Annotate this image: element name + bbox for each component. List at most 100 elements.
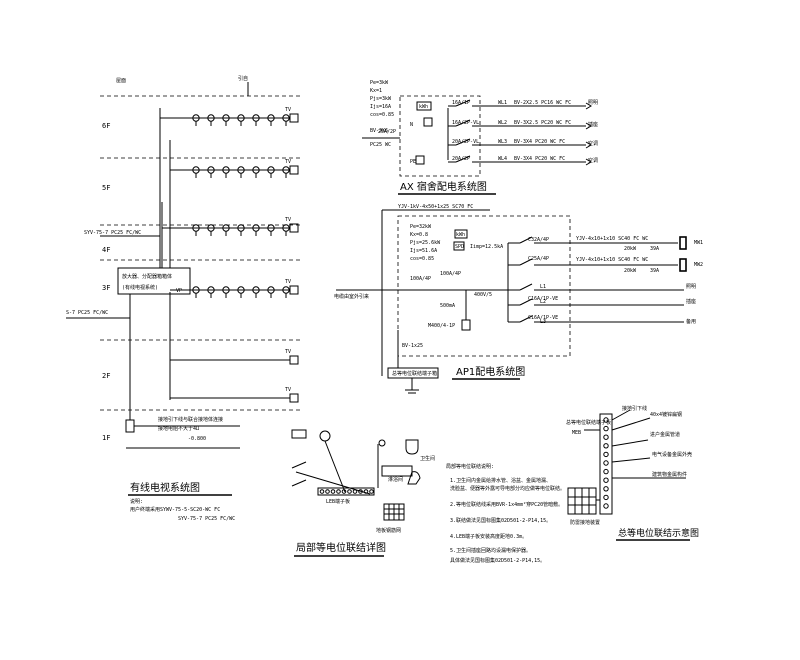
ax-cable: BV-2X2.5 PC16 WC FC (514, 100, 571, 106)
grounding-note-2: 接地电阻不大于4Ω (158, 425, 199, 432)
ax-load: 空调 (588, 140, 598, 147)
ap1-ct: 500mA (440, 303, 455, 309)
meb-terminal (603, 460, 609, 466)
ap1-spd-rating: Iimp=12.5kA (470, 244, 503, 250)
main-equipotential-diagram: 总等电位联结端子板 MEB 防雷接地装置 接地引下线 40x4镀锌扁钢 进户金属… (566, 405, 699, 541)
tv-outlet (289, 393, 299, 403)
ap1-breaker-symbol (519, 283, 533, 291)
note-1: 用户终端采用SYWV-75-5-SC20-WC FC (130, 506, 220, 513)
ap1-branch-breaker: C25A/4P (528, 256, 549, 262)
ax-feeder-conduit: PC25 WC (370, 142, 391, 148)
ap1-branch-breaker: C16A/1P-VE (528, 315, 558, 321)
ap1-branches (508, 236, 687, 323)
ap1-branch-id: L1 (540, 284, 546, 290)
meb-bar (599, 413, 613, 515)
ap1-main-switch: 100A/4P (410, 276, 431, 282)
ax-param: cos=0.85 (370, 112, 394, 118)
ap1-surge-label: M400/4-1P (428, 323, 455, 329)
ap1-branch-breaker: C16A/1P-VE (528, 296, 558, 302)
leb-note: 3.联结做法见国标图集02D501-2-P14,15。 (450, 517, 551, 524)
ax-cable: BV-3X2.5 PC20 WC FC (514, 120, 571, 126)
bond-wire (295, 471, 371, 495)
leb-bar (317, 487, 375, 496)
leb-terminal (358, 489, 363, 494)
ax-meter-label: kWh (419, 104, 428, 110)
grounding-box (125, 419, 135, 433)
floor-label-2f: 2F (102, 372, 110, 380)
ap1-ground-box (387, 367, 439, 379)
meb-terminal (603, 468, 609, 475)
ap1-branch-id: L3 (540, 319, 546, 325)
ap1-load-kw: 20kW (624, 268, 637, 274)
ax-n-label: N (410, 122, 413, 128)
ax-cable: BV-3X4 PC20 WC FC (514, 156, 565, 162)
meb-item: 建筑物金属构件 (652, 471, 687, 478)
floor-label-4f: 4F (102, 246, 110, 254)
ap1-title: AP1配电系统图 (456, 365, 525, 378)
leb-note: 洗脸盆、便器等外露可导电部分均应做等电位联结。 (450, 485, 565, 492)
leb-note: 局部等电位联结说明: (446, 463, 494, 470)
ap1-load: 照明 (686, 284, 696, 290)
tv-outlet (289, 113, 299, 123)
sink (405, 439, 419, 455)
ax-param: Kx=1 (370, 88, 382, 94)
leb-terminal (347, 489, 352, 494)
ax-arrow (585, 141, 592, 149)
ap1-spd-value: 400V/5 (474, 292, 492, 298)
meb-note: 总等电位联结端子板 (566, 419, 611, 426)
ax-circuit-id: WL2 (498, 120, 507, 126)
input-label: S-7 PC25 FC/WC (66, 310, 108, 316)
ax-title: AX 宿舍配电系统图 (400, 180, 487, 193)
ap1-load-kw: 20kW (624, 246, 637, 252)
ap1-cable: YJV-4x10+1x10 SC40 FC WC (576, 257, 648, 263)
meb-terminal (603, 477, 609, 483)
leb-terminal (330, 489, 336, 494)
tv-outlet-label: TV (285, 159, 291, 165)
ax-n-terminal (423, 117, 433, 127)
meb-terminal (603, 443, 609, 449)
ax-circuit-id: WL4 (498, 156, 507, 162)
ax-cable: BV-3X4 PC20 WC FC (514, 139, 565, 145)
leb-label: LEB端子板 (326, 498, 350, 505)
leb-terminal (319, 489, 325, 494)
ap1-param: Kx=0.8 (410, 232, 428, 238)
ax-breaker: 20A/2P-VL (452, 139, 479, 145)
meb-item: 40x4镀锌扁钢 (650, 411, 682, 418)
mesh-label: 地板钢筋网 (376, 527, 401, 534)
leb-terminal (352, 489, 358, 494)
motor-terminal (679, 236, 687, 250)
bathtub (381, 465, 413, 477)
ax-load: 插座 (588, 121, 598, 128)
leb-terminal (341, 489, 347, 494)
meb-terminal (603, 425, 609, 432)
meb-terminal (603, 434, 609, 440)
amplifier-code: VP (176, 288, 182, 294)
ax-circuits (415, 99, 592, 166)
meb-terminal (603, 417, 609, 423)
tv-outlet (289, 223, 299, 233)
note-2: SYV-75-7 PC25 FC/WC (178, 516, 235, 522)
ax-param: Pe=3kW (370, 80, 389, 86)
ax-meter (416, 101, 432, 111)
leb-terminals (319, 489, 374, 494)
ax-breaker: 20A/2P (452, 156, 470, 162)
leb-terminal (325, 489, 330, 494)
ax-enclosure (399, 95, 481, 177)
floor-label-6f: 6F (102, 122, 110, 130)
depth-label: -0.800 (188, 436, 206, 442)
ax-breaker-symbol (455, 119, 471, 127)
bath-label: 淋浴间 (388, 476, 403, 483)
ax-param: Pjs=3kW (370, 96, 392, 102)
ap1-cable: YJV-4x10+1x10 SC40 FC WC (576, 236, 648, 242)
meb-title: 总等电位联结示意图 (618, 527, 699, 539)
ap1-branch-breaker: C32A/4P (528, 237, 549, 243)
ap1-ground-box-label: 总等电位联结端子箱 (392, 370, 437, 377)
tv-outlet-label: TV (285, 279, 291, 285)
amplifier-label: 放大器、分配器箱箱体 (122, 273, 172, 280)
meb-item: 电气设备金属外壳 (652, 451, 692, 458)
local-equipotential-detail: LEB端子板 淋浴间 卫生间 地板钢筋网 局部等电位联结详图 局部等电位联结说明… (291, 429, 565, 564)
corner-note: 引自 (238, 75, 248, 82)
ap1-distribution-diagram: YJV-1kV-4x50+1x25 SC70 FC Pe=32kW Kx=0.8… (334, 204, 703, 394)
ap1-load: 插座 (686, 298, 696, 305)
tv-outlet-label: TV (285, 349, 291, 355)
